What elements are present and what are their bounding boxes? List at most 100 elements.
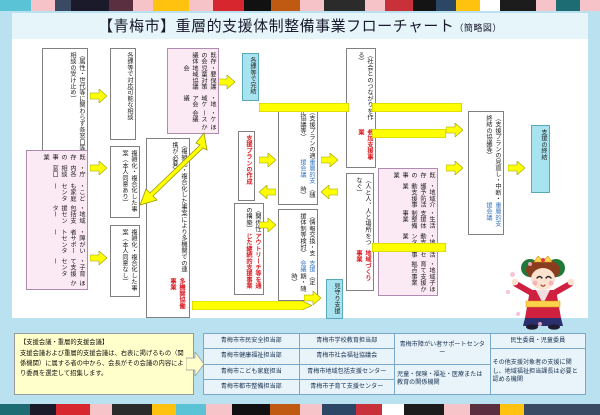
box-existing-services: 既存の事業 ・庁内各相談窓口 ・こども家庭センター ・地域包括支援センター ・障… [26,150,88,290]
box-watch-support: 見守り支援 [326,279,343,319]
connector-bar-to-final-council-1 [372,103,462,112]
termination-label: 支援の終結 [540,129,547,160]
table-row: 青梅市健康福祉担当部 青梅市社会福祉協議会 その他支援対象者の支援に関し、地域福… [203,348,586,395]
existing-services-item-1: ・こども家庭センター [51,182,85,202]
mascot-illustration [506,255,578,330]
cell-r0c1: 青梅市学校教育担当部 [298,332,395,350]
support-council-note: 【支援会議・重層的支援会議】 支援会議および重層的支援会議は、右表に掲げるもの（… [14,333,194,395]
community-title: 地域づくり事業 [355,250,371,282]
council-review-timing: （随時） [299,185,315,199]
box-participation-support: （社会とのつながりを作る） 参加支援事業 [346,48,376,168]
participation-note: （社会とのつながりを作る） [357,52,373,121]
existing-services-item-4: ・子育て支援センター [51,257,85,277]
community-existing-item-1: ・生活支援体制整備事業 [401,209,435,229]
plan-creation-label: 支援プランの作成 [245,135,252,185]
box-community-building: （人と人、人と場所をつなぐ） 地域づくり事業 [346,173,374,291]
arrow-plan-to-council-review [259,153,276,167]
flowchart-canvas: 【青梅市】重層的支援体制整備事業フローチャート（簡略図） （属性・世代等に関わら… [12,13,588,330]
box-triage-complex-with-consent: 複雑化・複合化した事案（本人同意あり） [110,146,140,218]
cell-r0c2: 青梅市障がい者サポートセンター [394,333,491,365]
page-title: 【青梅市】重層的支援体制整備事業フローチャート（簡略図） [12,15,588,36]
arrow-to-final-council-b [446,161,463,175]
title-sub-text: （簡略図） [454,24,502,34]
community-existing-item-3: ・地域子育て支援拠点事業 [410,260,435,286]
cell-r2c1: 青梅市地域包括支援センター [298,363,395,380]
arrow-triage-to-completed [218,75,235,89]
cell-r1c1: 青梅市社会福祉協議会 [298,348,395,365]
participation-title: 参加支援事業 [357,128,373,160]
community-existing-item-4: ほか [419,285,435,292]
arrow-plan-to-council-support [259,218,276,232]
arrow-intake-to-triage-2 [90,161,107,175]
connector-bar-to-final-council-2 [372,129,446,138]
existing-councils-item-1: ・地域ケア会議 [182,94,216,108]
cell-r2c2: 児童・保険・福祉・医療または教育の関係機関 [394,363,491,395]
cell-r0c3: 民生委員・児童委員 [489,332,586,350]
arrow-council-review-back-to-outreach [259,185,276,199]
box-completed-in-department: 各課等で完結 [242,53,259,101]
table-row: 青梅市市民安全担当部 青梅市学校教育担当部 青梅市障がい者サポートセンター 民生… [203,332,586,365]
arrow-council-support-to-watch [304,291,321,305]
cell-r2c3: その他支援対象者の支援に関し、地域福祉担当課長は必要と認める機関 [489,348,586,395]
connector-bar-to-final-council-3 [372,243,446,252]
council-support-timing: （定期・随時） [290,273,315,293]
box-triage-handled-by-dept: 各課等で対応可能な相談 [110,48,136,140]
title-banner [12,13,588,39]
note-heading: 【支援会議・重層的支援会議】 [20,339,109,346]
triage-label-1: 複雑化・複合化した事案（本人同意あり） [121,150,137,212]
council-review-note: （支援プランの適正協議等） [299,109,315,159]
arrow-intake-to-triage-1 [90,89,107,103]
cell-r3c0: 青梅市都市整備担当部 [203,378,300,396]
box-layered-support-council-review: （支援プランの適正協議等） 重層的支援会議 （随時） [278,105,318,205]
arrow-final-council-to-termination [508,161,525,175]
triage-label-2: 複雑化・複合化した事案（本人同意なし） [121,229,137,291]
arrow-note-to-table [186,352,204,376]
arrow-intake-to-triage-3 [90,251,107,265]
box-support-termination: 支援の終結 [531,125,550,193]
community-note: （人と人、人と場所をつなぐ） [355,177,371,246]
arrow-to-final-council-a [446,123,463,137]
existing-councils-item-0: ・要保護児童対策地域協議会 [182,65,216,91]
outreach-title: アウトリーチ等を通じた継続的支援事業 [245,232,261,289]
outreach-note: （関係性の構築） [245,207,261,232]
cell-r1c0: 青梅市健康福祉担当部 [203,348,300,365]
existing-councils-item-2: ・ケース会議 [191,110,216,123]
cell-r0c0: 青梅市市民安全担当部 [203,332,300,350]
community-existing-item-0: ・地域介護予防活動支援事業 [401,182,435,208]
council-final-title: 重層的支援会議 [485,202,501,227]
council-final-note: （支援プランの見直し・中断・終結の協議等） [485,115,501,202]
cell-r2c0: 青梅市こども家庭担当 [203,363,300,380]
arrow-participation-back-to-council [321,185,338,199]
table-row: 青梅市都市整備担当部 青梅市子育て支援センター [203,378,586,396]
existing-services-item-5: ほか [69,279,85,286]
connector-bar-outreach-long [192,301,312,310]
title-main-text: 【青梅市】重層的支援体制整備事業フローチャート [98,17,455,35]
connector-bar-participation-top [259,103,349,112]
existing-councils-heading: 既存の会議体 [191,52,216,65]
arrow-feedback-to-triage [134,131,208,209]
arrow-council-review-to-participation [321,153,338,167]
box-support-plan-creation: 支援プランの作成 [238,131,255,201]
box-final-layered-support-council: （支援プランの見直し・中断・終結の協議等） 重層的支援会議 [468,111,504,235]
existing-councils-item-3: ほか [200,123,216,131]
community-existing-heading: 既存の事業 [392,172,435,179]
box-support-council: （情報交換・支援体制等検討） 支援会議 （定期・随時） [278,209,318,301]
existing-services-heading: 既存の事業 [42,154,85,161]
council-support-note: （情報交換・支援体制等検討） [299,213,315,257]
box-outreach-continuous-support: （関係性の構築） アウトリーチ等を通じた継続的支援事業 [234,203,264,295]
council-support-title: 支援会議 [299,260,315,273]
watch-support-label: 見守り支援 [333,283,340,314]
existing-services-item-2: ・地域包括支援センター [51,204,85,224]
mascot-figure-icon [511,255,575,330]
completed-in-dept-label: 各課等で完結 [249,57,256,95]
top-color-strip [0,0,600,11]
box-triage-complex-without-consent: 複雑化・複合化した事案（本人同意なし） [110,225,140,297]
existing-services-item-0: ・庁内各相談窓口 [51,165,85,178]
related-agencies-table: 青梅市市民安全担当部 青梅市学校教育担当部 青梅市障がい者サポートセンター 民生… [203,332,586,396]
box-existing-councils: 既存の会議体 ・要保護児童対策地域協議会 ・地域ケア会議 ・ケース会議 ほか [167,48,219,134]
table-row: 青梅市こども家庭担当 青梅市地域包括支援センター 児童・保険・福祉・医療または教… [203,363,586,395]
bottom-color-strip [0,404,600,415]
cell-r3c1: 青梅市子育て支援センター [298,378,395,396]
intake-note: （属性・世代等に関わらず各窓口等で相談の受け止め） [69,52,85,158]
council-review-title: 重層的支援会議 [299,158,315,184]
